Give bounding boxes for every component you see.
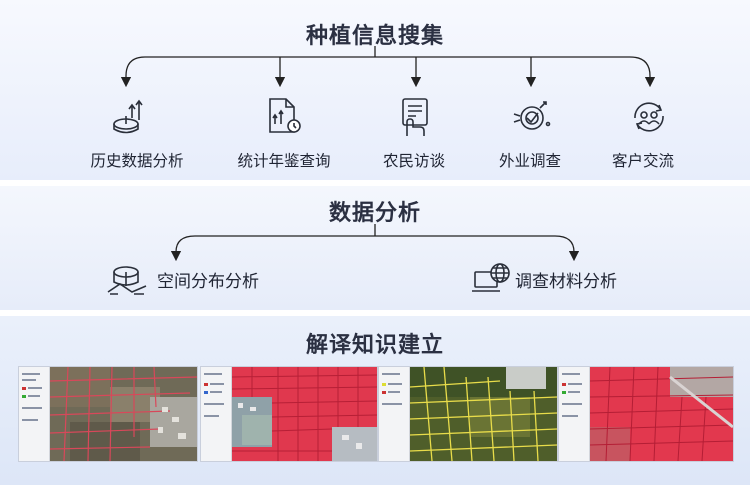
imagery-screenshot-3 bbox=[378, 366, 558, 462]
pie-chart-growth-icon bbox=[113, 99, 143, 134]
target-check-icon bbox=[513, 101, 551, 130]
hand-clipboard-icon bbox=[402, 98, 428, 136]
section-information-collection bbox=[0, 0, 750, 180]
spatial-analysis-icon bbox=[107, 266, 147, 295]
label-customer: 客户交流 bbox=[611, 152, 675, 170]
label-field-survey: 外业调查 bbox=[498, 152, 562, 170]
section-data-analysis bbox=[0, 186, 750, 310]
connector-hist bbox=[120, 56, 375, 88]
label-material-analysis: 调查材料分析 bbox=[515, 272, 617, 292]
connector-material bbox=[375, 235, 580, 262]
section3-title: 解译知识建立 bbox=[305, 333, 444, 358]
label-spatial-analysis: 空间分布分析 bbox=[157, 272, 259, 292]
label-statistics: 统计年鉴查询 bbox=[237, 152, 331, 170]
label-farmer-interview: 农民访谈 bbox=[382, 152, 446, 170]
report-document-icon bbox=[269, 98, 301, 133]
imagery-screenshot-1 bbox=[18, 366, 198, 462]
connector-spatial bbox=[170, 235, 375, 262]
connector-customer bbox=[375, 56, 656, 88]
label-history-data: 历史数据分析 bbox=[90, 152, 184, 170]
imagery-screenshot-4 bbox=[558, 366, 734, 462]
imagery-screenshot-2 bbox=[200, 366, 378, 462]
section1-title: 种植信息搜集 bbox=[305, 24, 444, 49]
customer-exchange-icon bbox=[634, 102, 664, 132]
laptop-globe-icon bbox=[472, 263, 510, 292]
section2-title: 数据分析 bbox=[328, 201, 421, 226]
